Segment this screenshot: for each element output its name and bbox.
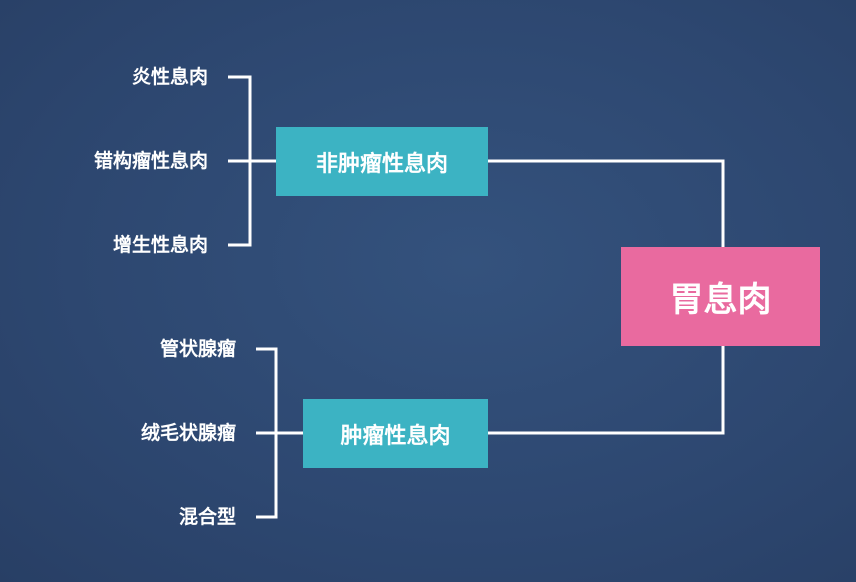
leaf-villous-adenoma: 绒毛状腺瘤 [140,422,236,444]
root-box-gastric-polyp: 胃息肉 [621,247,820,346]
leaf-inflammatory-polyp: 炎性息肉 [131,66,208,88]
upper-leaf-bracket [228,75,276,247]
leaf-hamartomatous-polyp: 错构瘤性息肉 [93,150,208,172]
lower-branch-to-root-connector [488,346,725,435]
leaf-hyperplastic-polyp: 增生性息肉 [112,234,208,256]
branch-box-neoplastic-polyp: 肿瘤性息肉 [303,399,488,468]
branch-box-non-neoplastic-polyp: 非肿瘤性息肉 [276,127,488,196]
leaf-tubular-adenoma: 管状腺瘤 [159,338,236,360]
lower-leaf-bracket [256,347,303,519]
upper-branch-to-root-connector [488,159,725,247]
leaf-mixed-type: 混合型 [178,506,236,528]
